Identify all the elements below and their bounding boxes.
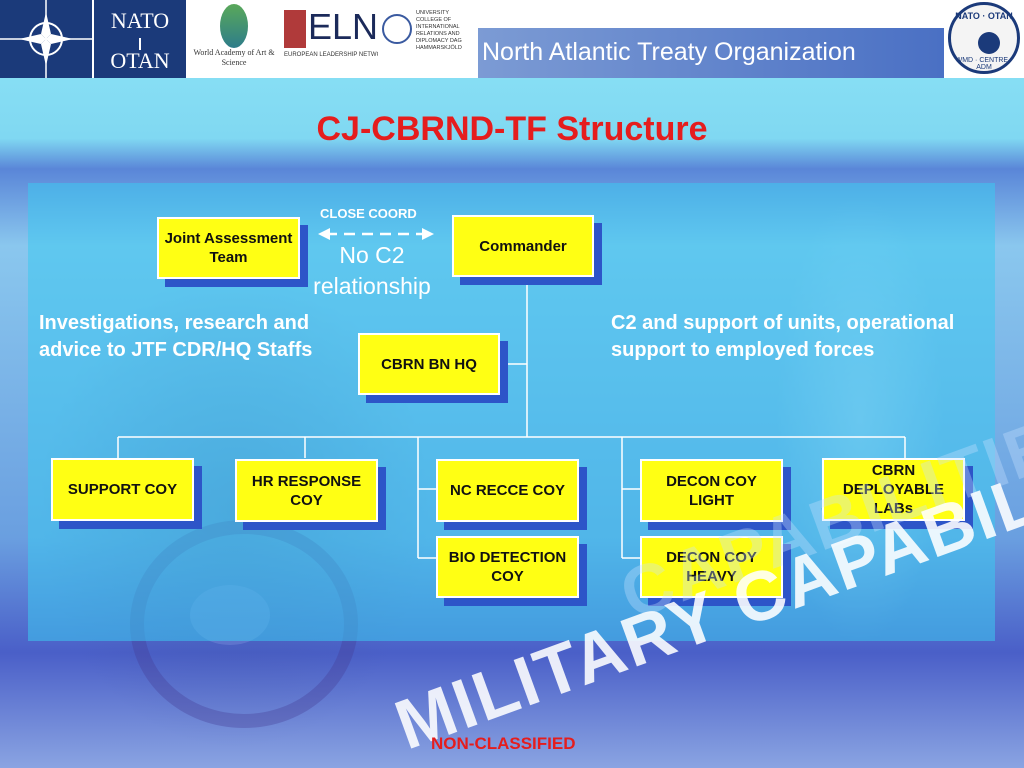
box-decon-coy-heavy: DECON COY HEAVY: [640, 536, 783, 598]
box-label: DECON COY HEAVY: [666, 549, 757, 585]
banner-title: North Atlantic Treaty Organization: [482, 38, 856, 66]
box-label: Commander: [479, 237, 567, 255]
waas-emblem-icon: [220, 4, 248, 48]
eln-logo: ELN EUROPEAN LEADERSHIP NETWORK: [280, 0, 390, 78]
box-commander: Commander: [452, 215, 594, 277]
no-c2-label: No C2 relationship: [313, 242, 431, 299]
box-label: Joint Assessment Team: [164, 230, 293, 266]
nato-otan-logo: NATO OTAN: [94, 0, 186, 78]
classification-footer: NON-CLASSIFIED: [431, 734, 576, 753]
nato-star-logo: [0, 0, 92, 78]
left-note: Investigations, research and advice to J…: [39, 312, 313, 361]
box-support-coy: SUPPORT COY: [51, 458, 194, 521]
box-joint-assessment-team: Joint Assessment Team: [157, 217, 300, 279]
box-label: NC RECCE COY: [449, 482, 565, 499]
eln-emblem-icon: [284, 10, 306, 48]
waas-logo: World Academy of Art & Science: [190, 0, 278, 78]
box-cbrn-bn-hq: CBRN BN HQ: [358, 333, 500, 395]
nato-wmd-centre-emblem: NATO · OTAN WMD · CENTRE · ADM: [946, 0, 1024, 78]
box-bio-detection-coy: BIO DETECTION COY: [436, 536, 579, 598]
eln-logo-subtext: EUROPEAN LEADERSHIP NETWORK: [284, 52, 390, 58]
ucid-logo: UNIVERSITY COLLEGE OF INTERNATIONAL RELA…: [378, 0, 478, 78]
box-label: DECON COY LIGHT: [666, 472, 757, 509]
header-banner: North Atlantic Treaty Organization NATO …: [0, 0, 1024, 78]
banner-strip: [478, 28, 944, 78]
right-note: C2 and support of units, operational sup…: [611, 312, 955, 361]
nato-logo-separator: [139, 38, 141, 50]
emblem-bottom-text: WMD · CENTRE · ADM: [955, 57, 1013, 71]
nato-logo-text: NATO: [110, 8, 170, 33]
box-decon-coy-light: DECON COY LIGHT: [640, 459, 783, 522]
close-coord-arrow: [318, 228, 434, 240]
waas-logo-text: World Academy of Art & Science: [193, 48, 275, 67]
box-hr-response-coy: HR RESPONSE COY: [235, 459, 378, 522]
box-label: HR RESPONSE COY: [251, 472, 362, 509]
box-cbrn-deployable-labs: CBRN DEPLOYABLE LABs: [822, 458, 965, 521]
box-label: CBRN DEPLOYABLE LABs: [842, 462, 945, 517]
box-label: BIO DETECTION COY: [448, 549, 567, 585]
ucid-seal-icon: [382, 14, 412, 44]
eln-logo-text: ELN: [308, 6, 379, 47]
box-label: CBRN BN HQ: [381, 355, 477, 373]
close-coord-label: CLOSE COORD: [320, 206, 417, 221]
compass-star-icon: [0, 0, 92, 78]
emblem-ring: NATO · OTAN WMD · CENTRE · ADM: [948, 2, 1020, 74]
ucid-logo-text: UNIVERSITY COLLEGE OF INTERNATIONAL RELA…: [416, 10, 462, 51]
box-nc-recce-coy: NC RECCE COY: [436, 459, 579, 522]
box-label: SUPPORT COY: [67, 481, 178, 498]
otan-logo-text: OTAN: [110, 48, 170, 73]
slide-title: CJ-CBRND-TF Structure: [316, 110, 708, 148]
emblem-top-text: NATO · OTAN: [955, 11, 1013, 21]
emblem-star-icon: [978, 32, 1000, 54]
